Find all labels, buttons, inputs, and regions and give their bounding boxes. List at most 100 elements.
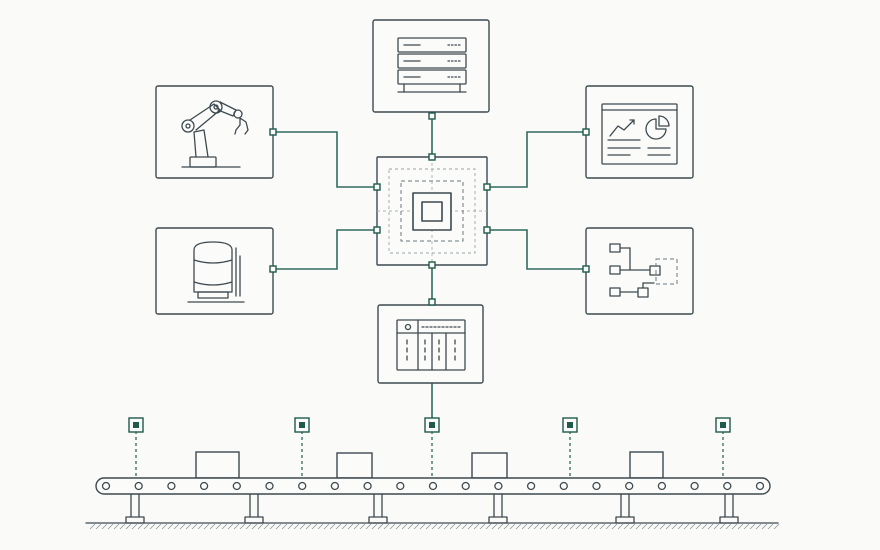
package-box	[629, 451, 664, 479]
floor-hatch	[137, 523, 144, 530]
conveyor-roller	[592, 481, 601, 491]
tank-node	[155, 227, 274, 315]
package-box	[471, 452, 508, 479]
floor-hatch	[773, 523, 780, 530]
floor-hatch	[527, 523, 534, 530]
floor-hatch	[737, 523, 744, 530]
floor-hatch	[533, 523, 540, 530]
floor-hatch	[761, 523, 768, 530]
floor-hatch	[203, 523, 210, 530]
server-rack-icon	[397, 37, 467, 93]
floor-hatch	[581, 523, 588, 530]
floor-hatch	[347, 523, 354, 530]
conveyor-roller	[199, 481, 209, 491]
conveyor-roller	[101, 481, 111, 491]
floor-hatch	[671, 523, 678, 530]
floor-hatch	[695, 523, 702, 530]
floor-hatch	[125, 523, 132, 530]
floor-hatch	[587, 523, 594, 530]
conveyor-roller	[494, 481, 503, 491]
floor-hatch	[359, 523, 366, 530]
port	[269, 265, 277, 273]
floor-hatch	[311, 523, 318, 530]
link-flow	[487, 229, 586, 270]
sensor-node	[562, 417, 578, 478]
connection-lines	[273, 116, 586, 424]
package-box	[336, 452, 373, 479]
port	[428, 153, 436, 161]
floor-hatch	[173, 523, 180, 530]
floor-hatch	[281, 523, 288, 530]
floor-hatch	[353, 523, 360, 530]
sensor-node	[128, 417, 144, 478]
floor-hatch	[479, 523, 486, 530]
floor-hatch	[521, 523, 528, 530]
floor-hatch	[407, 523, 414, 530]
sensor-node	[715, 417, 731, 478]
floor-hatch	[473, 523, 480, 530]
floor-hatch	[329, 523, 336, 530]
floor-hatch	[467, 523, 474, 530]
conveyor-roller	[298, 481, 307, 491]
floor-hatch	[503, 523, 510, 530]
storage-tank-icon	[187, 241, 245, 303]
floor-hatch	[119, 523, 126, 530]
server-node	[372, 19, 490, 113]
floor-hatch	[287, 523, 294, 530]
conveyor-roller	[625, 481, 634, 491]
port	[483, 183, 491, 191]
floor-hatch	[179, 523, 186, 530]
floor-hatch	[323, 523, 330, 530]
conveyor-roller	[690, 481, 699, 491]
floor-hatch	[227, 523, 234, 530]
floor-hatch	[617, 523, 624, 530]
floor-hatch	[599, 523, 606, 530]
floor-hatch	[665, 523, 672, 530]
robotic-arm-icon	[181, 100, 249, 168]
floor-hatch	[509, 523, 516, 530]
floor-hatch	[419, 523, 426, 530]
floor-hatch	[683, 523, 690, 530]
conveyor-roller	[559, 481, 568, 491]
floor-hatch	[485, 523, 492, 530]
floor-hatch	[113, 523, 120, 530]
floor-hatch	[461, 523, 468, 530]
floor-hatch	[371, 523, 378, 530]
connection-ports	[269, 112, 590, 306]
floor-hatch	[155, 523, 162, 530]
floor-hatch	[251, 523, 258, 530]
process-flow-icon	[609, 243, 678, 298]
floor-hatch	[191, 523, 198, 530]
floor-hatch	[221, 523, 228, 530]
conveyor-roller	[526, 481, 536, 491]
link-robot	[273, 131, 377, 188]
floor-hatch	[431, 523, 438, 530]
port	[373, 183, 381, 191]
conveyor-roller	[265, 481, 274, 491]
port	[428, 112, 436, 120]
port	[582, 265, 590, 273]
port	[483, 226, 491, 234]
floor-hatch	[635, 523, 642, 530]
floor-hatch	[641, 523, 648, 530]
floor-hatch	[497, 523, 504, 530]
conveyor-rollers	[101, 481, 765, 491]
port	[373, 226, 381, 234]
floor-hatch	[269, 523, 276, 530]
conveyor-roller	[330, 481, 340, 491]
conveyor-legs	[125, 493, 739, 524]
conveyor-roller	[723, 481, 732, 491]
floor-hatch	[197, 523, 204, 530]
floor-hatch	[317, 523, 324, 530]
floor-hatch	[161, 523, 168, 530]
floor-hatch	[623, 523, 630, 530]
floor-hatch	[377, 523, 384, 530]
floor-hatch	[677, 523, 684, 530]
floor-line	[85, 522, 780, 530]
floor-hatch	[383, 523, 390, 530]
floor-hatch	[689, 523, 696, 530]
floor-hatch	[575, 523, 582, 530]
floor-hatch	[413, 523, 420, 530]
floor-hatch	[455, 523, 462, 530]
